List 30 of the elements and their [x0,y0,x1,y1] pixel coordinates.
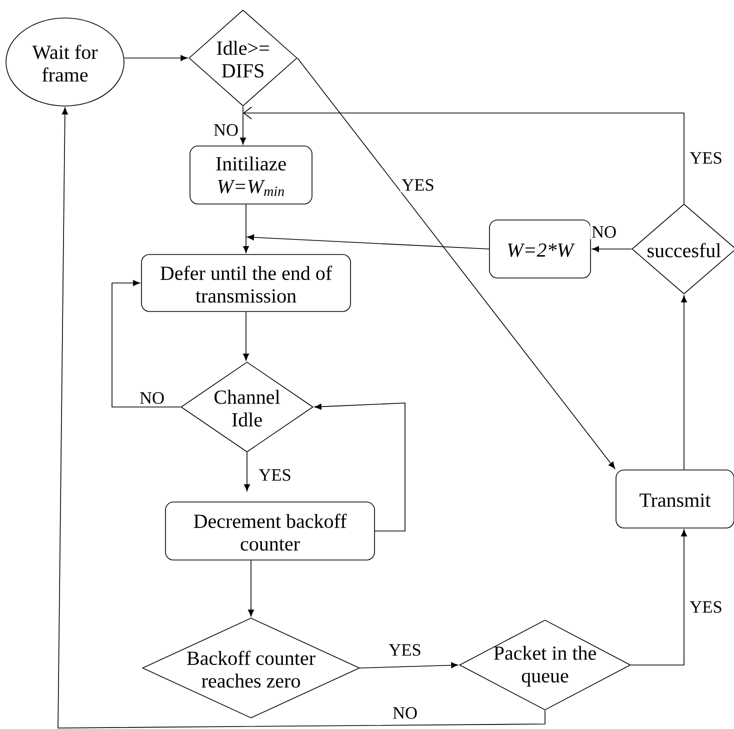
edge-label: YES [257,468,293,482]
edge-label: YES [387,642,423,658]
edge-label: NO [391,706,419,720]
edge-label: YES [400,178,436,192]
arrow [360,662,458,668]
arrow [244,452,250,492]
process-box: Decrement backoff counter [165,502,375,560]
edge-label: NO [212,122,240,138]
arrow [243,106,684,204]
arrow [681,296,687,470]
arrow [592,246,632,252]
arrow [243,312,249,361]
edge-label: NO [138,390,166,406]
process-box: Transmit [616,470,734,528]
arrow [248,560,254,617]
edge-label: YES [688,600,724,614]
arrow [243,204,249,253]
process-box: Defer until the end of transmission [141,254,351,312]
arrow [630,530,687,666]
arrow [247,234,490,250]
process-box: W=2*W [489,220,591,278]
arrow [297,58,616,469]
arrow [124,55,188,61]
process-box: Initiliaze W=W$_{min}$ [190,146,312,204]
arrow [240,106,246,145]
arrow [314,402,406,532]
edge-label: YES [688,150,724,166]
arrow [58,108,546,728]
arrow [112,280,181,408]
edge-label: NO [590,224,618,240]
